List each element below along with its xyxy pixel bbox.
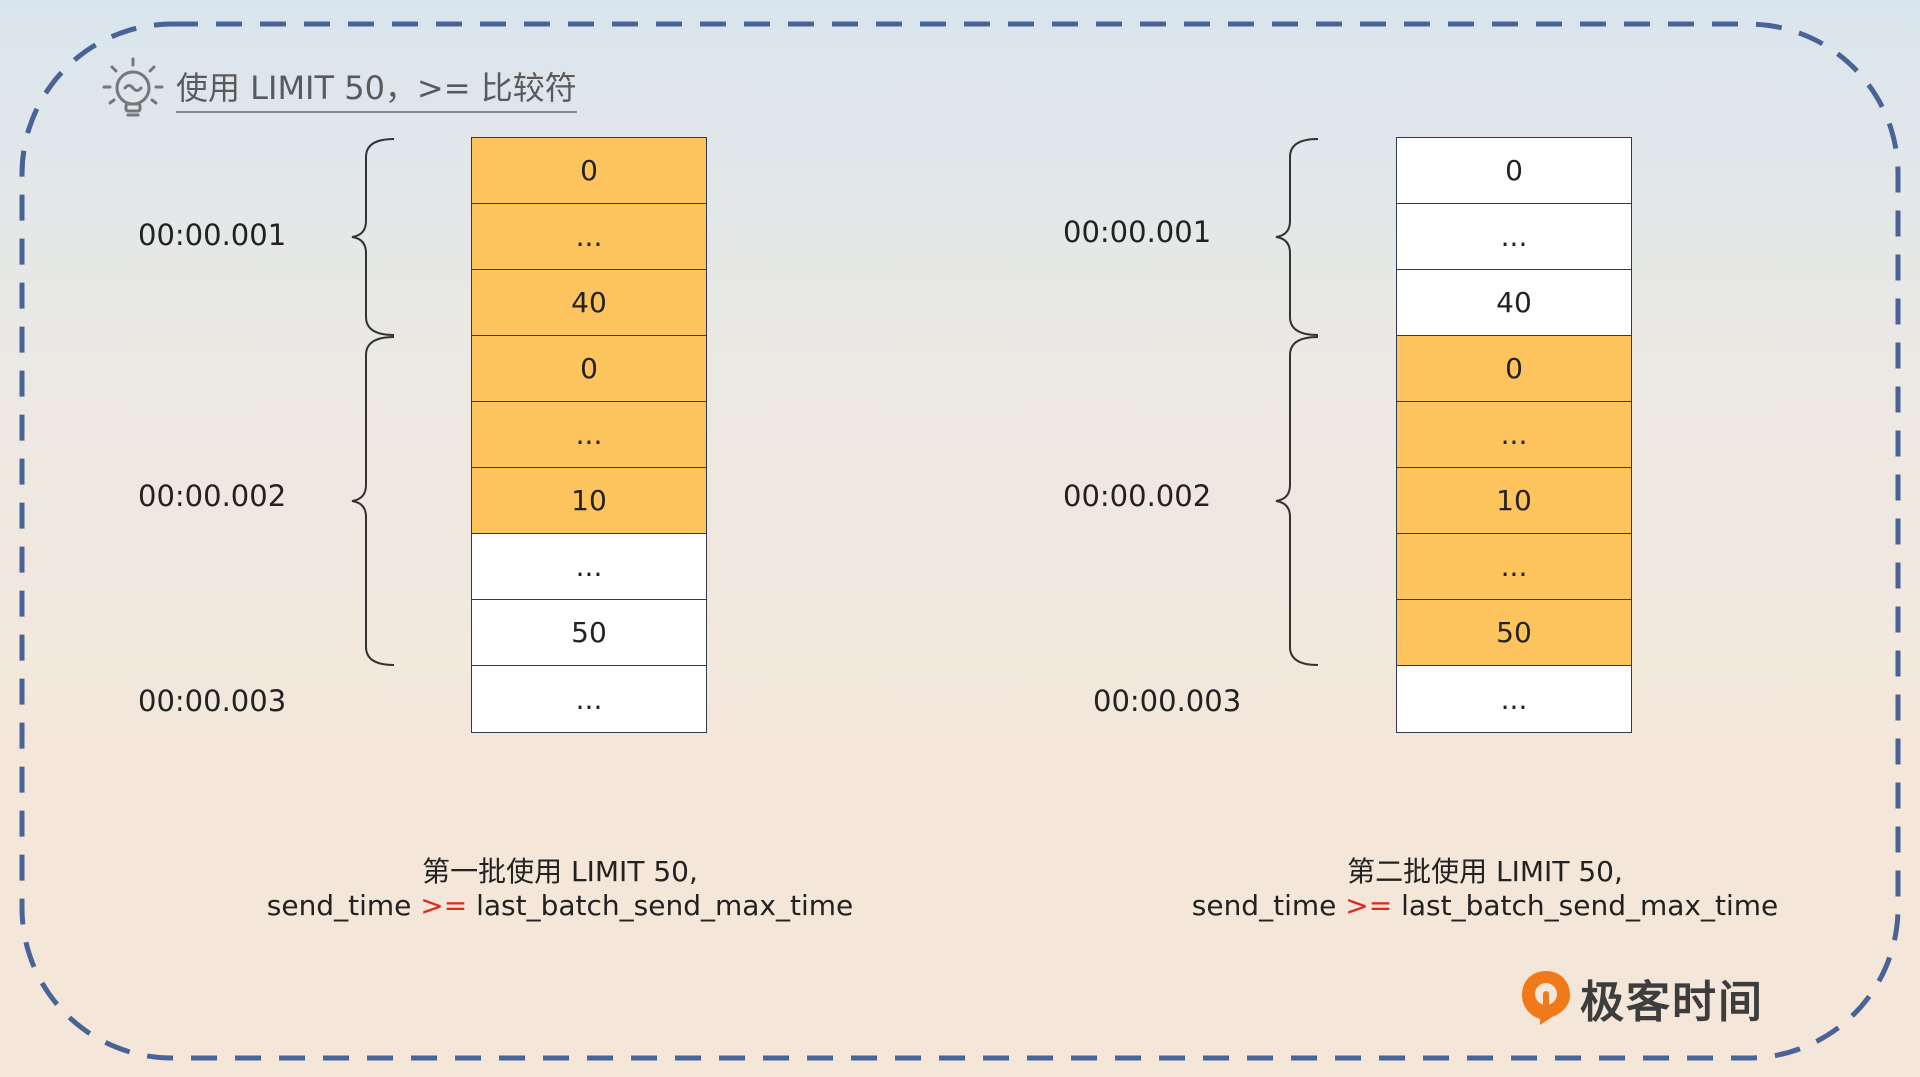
time-label: 00:00.003: [1093, 684, 1242, 718]
record-cell: ...: [472, 402, 706, 468]
caption-line-1: 第一批使用 LIMIT 50,: [422, 855, 698, 888]
record-cell: 0: [472, 336, 706, 402]
caption-line-2: send_time >= last_batch_send_max_time: [240, 889, 880, 923]
header: 使用 LIMIT 50，>= 比较符: [100, 57, 577, 118]
caption-value: last_batch_send_max_time: [467, 889, 854, 922]
time-label: 00:00.002: [138, 479, 287, 513]
record-column: 0 ... 40 0 ... 10 ... 50 ...: [1396, 137, 1632, 733]
time-label: 00:00.001: [138, 218, 287, 252]
caption-operator: >=: [1345, 889, 1393, 922]
record-cell: ...: [472, 204, 706, 270]
record-cell: 0: [1397, 138, 1631, 204]
caption-operator: >=: [420, 889, 468, 922]
header-title: 使用 LIMIT 50，>= 比较符: [176, 63, 577, 113]
record-cell: ...: [472, 534, 706, 600]
caption-line-2: send_time >= last_batch_send_max_time: [1165, 889, 1805, 923]
lightbulb-icon: [102, 57, 164, 117]
record-cell: ...: [1397, 534, 1631, 600]
record-cell: 40: [1397, 270, 1631, 336]
caption-value: last_batch_send_max_time: [1392, 889, 1779, 922]
caption-field: send_time: [266, 889, 421, 922]
record-cell: 50: [472, 600, 706, 666]
time-label: 00:00.001: [1063, 215, 1212, 249]
record-cell: ...: [1397, 402, 1631, 468]
time-label: 00:00.003: [138, 684, 287, 718]
record-cell: 0: [472, 138, 706, 204]
brace-group-2: [351, 336, 395, 666]
brace-group-2: [1275, 336, 1319, 666]
brace-group-1: [351, 138, 395, 336]
record-cell: 40: [472, 270, 706, 336]
time-label: 00:00.002: [1063, 479, 1212, 513]
record-cell: 10: [472, 468, 706, 534]
record-cell: ...: [1397, 666, 1631, 732]
caption-second-batch: 第二批使用 LIMIT 50, send_time >= last_batch_…: [1165, 855, 1805, 923]
record-cell: 50: [1397, 600, 1631, 666]
logo-text: 极客时间: [1580, 977, 1764, 1028]
brace-group-1: [1275, 138, 1319, 336]
record-cell: ...: [1397, 204, 1631, 270]
caption-field: send_time: [1191, 889, 1346, 922]
caption-first-batch: 第一批使用 LIMIT 50, send_time >= last_batch_…: [240, 855, 880, 923]
record-cell: 0: [1397, 336, 1631, 402]
geektime-logo-icon: [1522, 971, 1570, 1025]
geektime-logo: 极客时间: [1518, 966, 1764, 1030]
record-column: 0 ... 40 0 ... 10 ... 50 ...: [471, 137, 707, 733]
record-cell: 10: [1397, 468, 1631, 534]
record-cell: ...: [472, 666, 706, 732]
caption-line-1: 第二批使用 LIMIT 50,: [1347, 855, 1623, 888]
